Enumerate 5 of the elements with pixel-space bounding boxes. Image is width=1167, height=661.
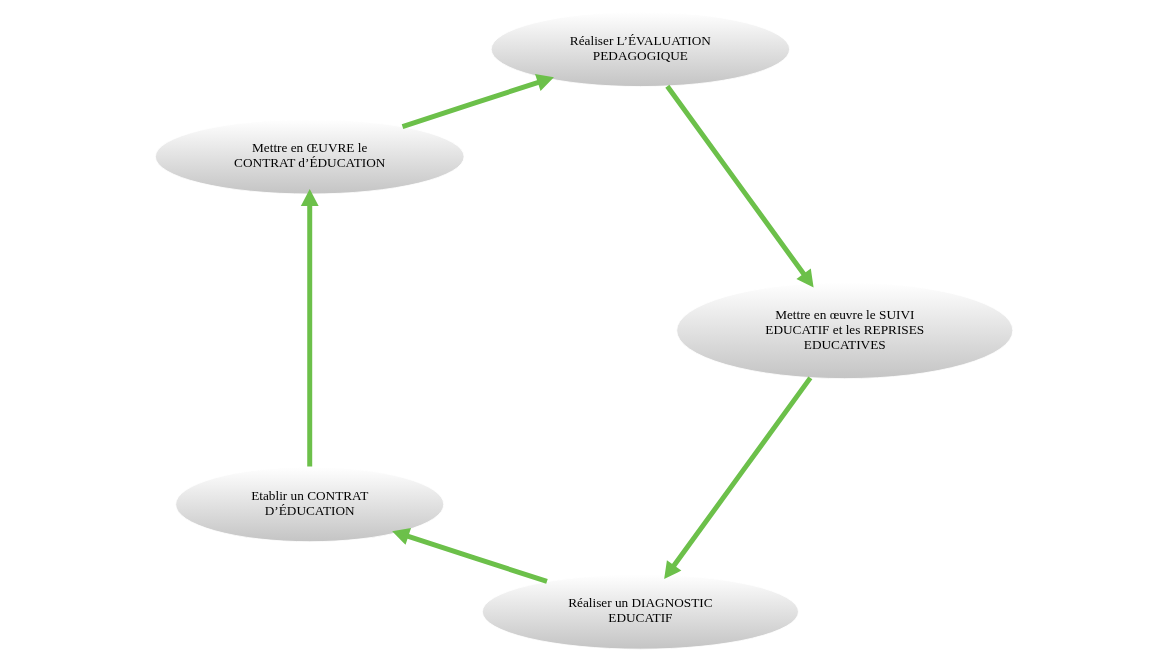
arrow [401,74,554,129]
arrow [663,376,812,580]
arrow [664,84,814,288]
arrow [300,189,319,467]
arrow [391,527,548,584]
